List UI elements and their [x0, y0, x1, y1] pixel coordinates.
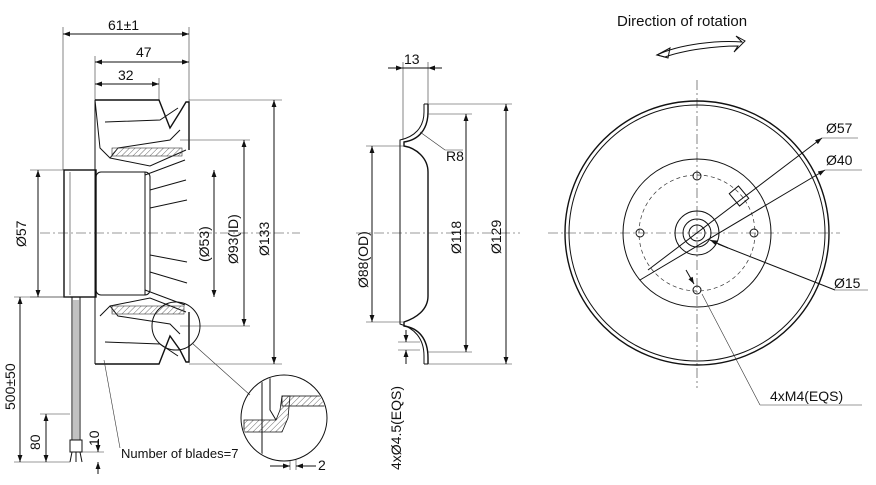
front-view: Ø57 Ø40 Ø15 4xM4(EQS): [548, 80, 868, 406]
dim-motor-diameter: Ø57: [13, 220, 29, 247]
rotation-title: Direction of rotation: [617, 13, 747, 30]
dim-mount-holes: 4xØ4.5(EQS): [388, 386, 404, 470]
dim-r8: R8: [446, 148, 464, 164]
dim-32: 32: [118, 67, 134, 83]
dim-hub-diameter: (Ø53): [196, 226, 212, 262]
dim-outer-od: Ø88(OD): [355, 231, 371, 288]
dim-front-57: Ø57: [826, 120, 853, 136]
connector-block: [728, 185, 750, 207]
rotation-arrow-icon: [655, 35, 746, 59]
dim-outer-diameter: Ø133: [256, 222, 272, 256]
side-view: 61±1 47 32 Ø57: [2, 17, 328, 474]
dim-47: 47: [136, 44, 152, 60]
dim-10: 10: [86, 430, 102, 446]
blades-note: Number of blades=7: [121, 446, 238, 461]
mount-hole-bottom: [692, 285, 702, 295]
dim-front-threads: 4xM4(EQS): [770, 388, 843, 404]
mount-hole-right: [749, 228, 759, 238]
dim-13: 13: [404, 51, 420, 67]
mount-hole-top: [692, 171, 702, 181]
dim-2: 2: [318, 457, 326, 473]
detail-zoom: [240, 374, 328, 462]
dim-overall-width: 61±1: [108, 17, 139, 33]
dim-118: Ø118: [448, 221, 464, 254]
mount-hole-left: [635, 228, 645, 238]
dim-80: 80: [27, 434, 43, 450]
dim-inner-diameter: Ø93(ID): [225, 214, 241, 264]
dim-129: Ø129: [488, 220, 504, 254]
dim-cable-length: 500±50: [2, 363, 18, 410]
dim-front-40: Ø40: [826, 152, 853, 168]
dim-front-15: Ø15: [834, 275, 861, 291]
inlet-ring-view: 13 R8 Ø88(OD) Ø118 Ø129 4xØ4.5(EQS): [355, 51, 520, 470]
